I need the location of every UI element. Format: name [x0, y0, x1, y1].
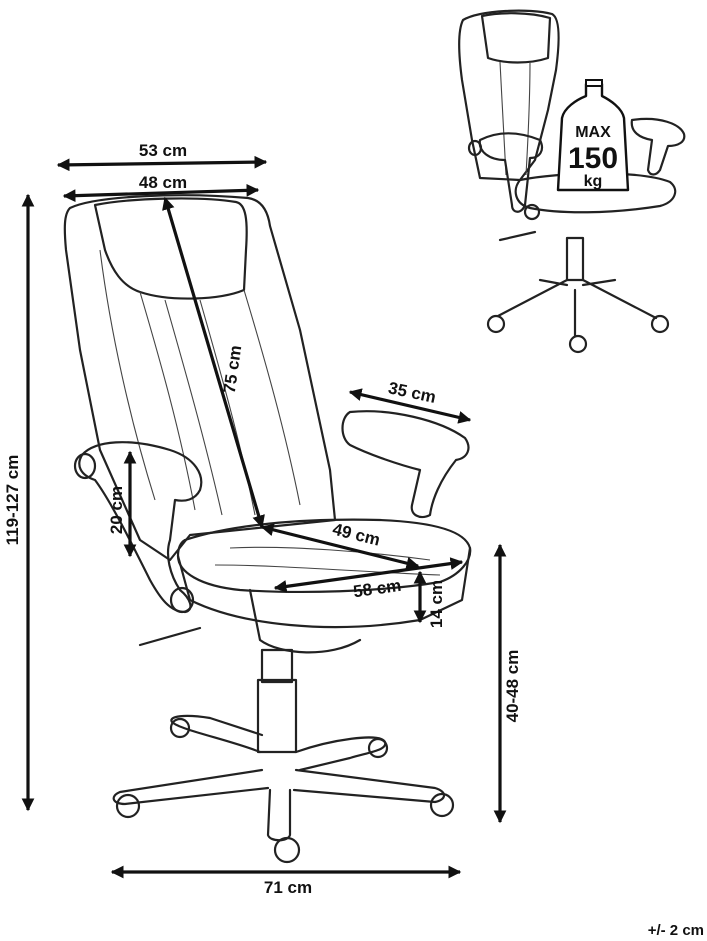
label-width-top: 53 cm [139, 141, 187, 160]
label-back-height: 75 cm [220, 344, 246, 394]
label-seat-width: 58 cm [352, 576, 402, 602]
dimension-lines [21, 155, 507, 879]
thumbnail-chair-drawing [458, 9, 686, 354]
max-load-value: 150 [568, 142, 618, 175]
max-load-icon: MAX 150 kg [556, 79, 630, 192]
label-total-height: 119-127 cm [3, 455, 22, 546]
label-armrest-height: 20 cm [107, 486, 126, 534]
label-base-width: 71 cm [264, 878, 312, 897]
max-load-unit: kg [584, 173, 603, 190]
max-load-line1: MAX [575, 124, 611, 141]
label-width-back: 48 cm [139, 173, 187, 192]
label-tolerance: +/- 2 cm [648, 922, 704, 939]
label-seat-thickness: 14 cm [427, 580, 446, 628]
label-seat-height: 40-48 cm [503, 650, 522, 723]
